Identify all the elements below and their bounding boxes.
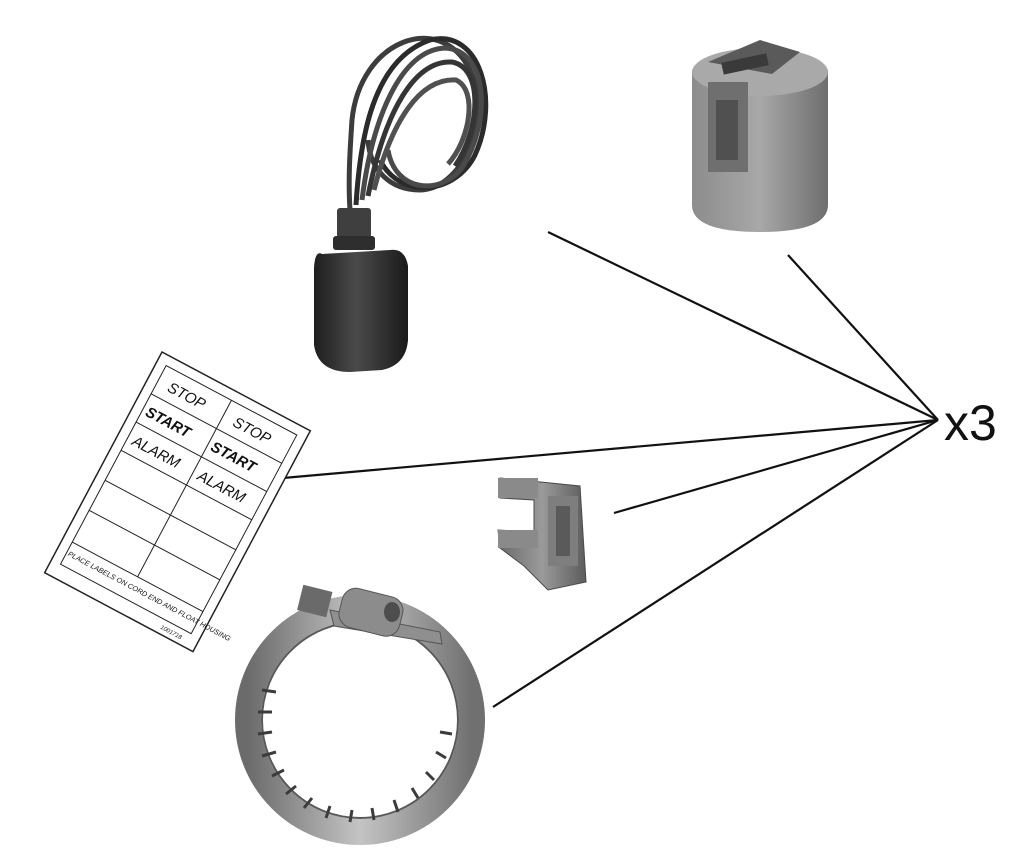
- coiled-cord: [346, 35, 489, 229]
- cord-clip: [497, 477, 587, 591]
- label-sheet: STOP STOP START START ALARM ALARM PLACE …: [43, 350, 312, 653]
- quantity-label: x3: [944, 395, 997, 451]
- float-switch: [314, 35, 489, 372]
- leader-line-cord-clip: [613, 418, 939, 515]
- hose-clamp: [235, 584, 485, 845]
- leader-line-hose-clamp: [492, 419, 939, 708]
- leader-line-housing: [787, 254, 939, 421]
- float-body: [314, 249, 408, 372]
- float-neck: [337, 208, 371, 238]
- leader-lines: [282, 231, 939, 708]
- mounting-clip-housing: [692, 40, 828, 232]
- leader-line-label-sheet: [282, 418, 939, 480]
- leader-line-float: [547, 231, 939, 421]
